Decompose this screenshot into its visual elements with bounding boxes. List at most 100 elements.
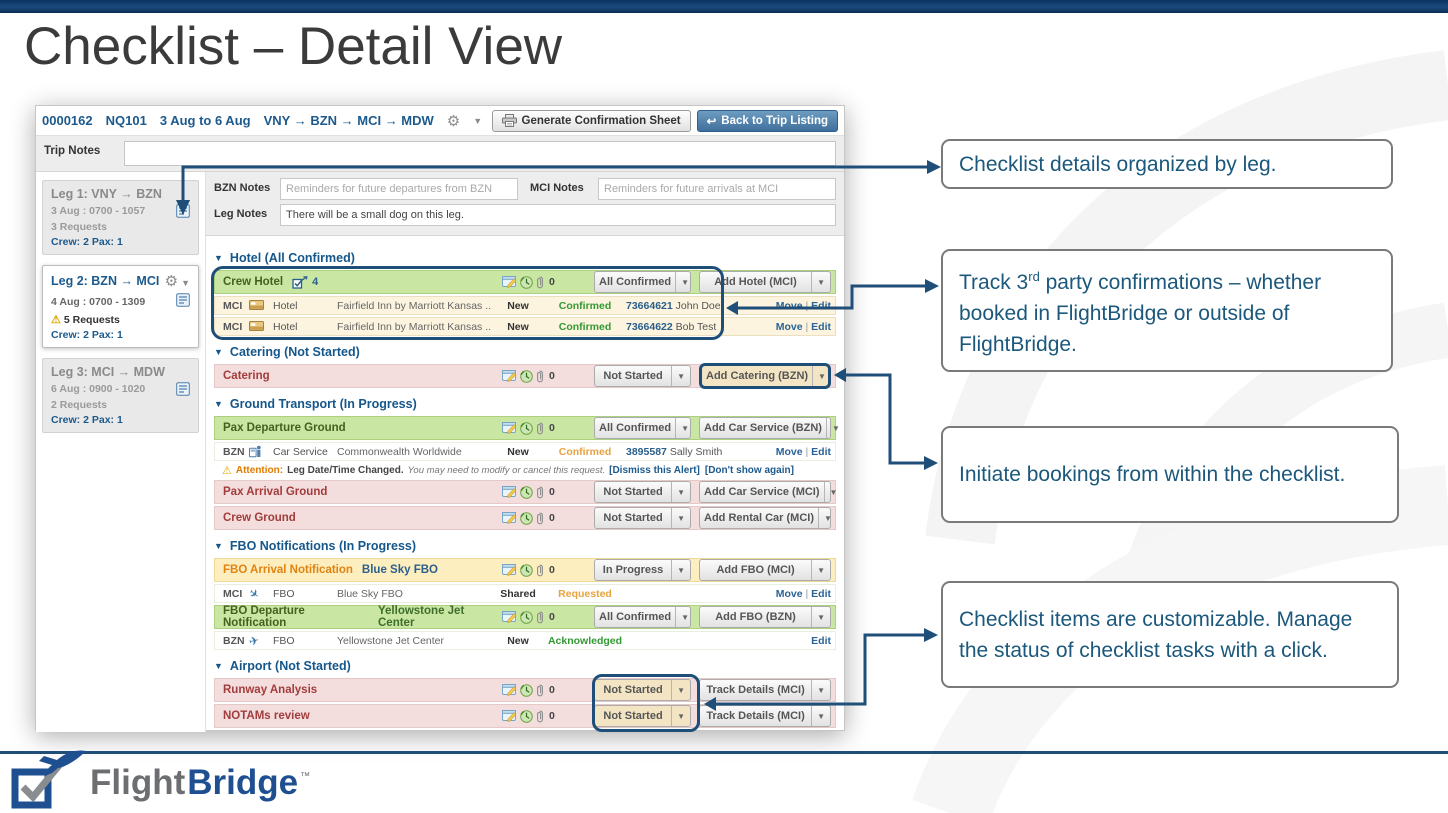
trip-notes-input[interactable] xyxy=(124,141,836,166)
leg-card-1[interactable]: Leg 1: VNY → BZN ⚙ ▼ 3 Aug : 0700 - 1057… xyxy=(42,180,199,255)
leg-notes-input[interactable] xyxy=(280,204,836,226)
action-dropdown[interactable]: Add FBO (BZN)▼ xyxy=(699,606,831,628)
section-header[interactable]: ▼Airport (Not Started) xyxy=(214,658,836,674)
leg-card-2[interactable]: Leg 2: BZN → MCI ⚙ ▼ 4 Aug : 0700 - 1309… xyxy=(42,265,199,348)
note-icon[interactable] xyxy=(502,564,517,576)
task-label: FBO Arrival Notification xyxy=(223,564,353,576)
history-icon[interactable] xyxy=(520,610,533,624)
history-icon[interactable] xyxy=(520,709,533,723)
attachment-icon[interactable] xyxy=(536,710,544,723)
checklist-detail-row[interactable]: MCI Hotel Fairfield Inn by Marriott Kans… xyxy=(214,317,836,336)
note-icon[interactable] xyxy=(502,422,517,434)
chevron-down-icon: ▼ xyxy=(671,482,690,502)
bzn-notes-input[interactable] xyxy=(280,178,518,200)
section-header[interactable]: ▼Catering (Not Started) xyxy=(214,344,836,360)
action-dropdown[interactable]: Track Details (MCI)▼ xyxy=(699,705,831,727)
status-dropdown[interactable]: All Confirmed▼ xyxy=(594,606,691,628)
action-dropdown[interactable]: Track Details (MCI)▼ xyxy=(699,679,831,701)
chevron-down-icon: ▼ xyxy=(675,418,694,438)
checklist-task-row[interactable]: Runway Analysis 0 Not Started▼ Track Det… xyxy=(214,678,836,702)
checklist-task-row[interactable]: FBO Departure Notification Yellowstone J… xyxy=(214,605,836,629)
history-icon[interactable] xyxy=(520,511,533,525)
leg-card-3[interactable]: Leg 3: MCI → MDW ⚙ ▼ 6 Aug : 0900 - 1020… xyxy=(42,358,199,433)
note-icon[interactable] xyxy=(502,276,517,288)
checklist-icon[interactable] xyxy=(176,204,190,218)
gear-icon[interactable]: ⚙ ▼ xyxy=(164,273,190,290)
checklist-task-row[interactable]: Crew Ground 0 Not Started▼ Add Rental Ca… xyxy=(214,506,836,530)
edit-link[interactable]: Edit xyxy=(811,320,831,333)
note-icon[interactable] xyxy=(502,684,517,696)
note-icon[interactable] xyxy=(502,486,517,498)
note-icon[interactable] xyxy=(502,611,517,623)
status-dropdown[interactable]: In Progress▼ xyxy=(594,559,691,581)
generate-confirmation-sheet-button[interactable]: Generate Confirmation Sheet xyxy=(491,109,691,132)
status-dropdown[interactable]: Not Started▼ xyxy=(594,705,691,727)
status-dropdown[interactable]: All Confirmed▼ xyxy=(594,417,691,439)
action-dropdown[interactable]: Add FBO (MCI)▼ xyxy=(699,559,831,581)
history-icon[interactable] xyxy=(520,683,533,697)
attachment-icon[interactable] xyxy=(536,611,544,624)
action-dropdown[interactable]: Add Catering (BZN)▼ xyxy=(699,363,831,389)
edit-link[interactable]: Edit xyxy=(811,445,831,458)
checklist-task-row[interactable]: NOTAMs review 0 Not Started▼ Track Detai… xyxy=(214,704,836,728)
note-icon[interactable] xyxy=(502,370,517,382)
note-icon[interactable] xyxy=(502,710,517,722)
back-to-trip-listing-button[interactable]: ↩ Back to Trip Listing xyxy=(696,109,838,132)
mci-notes-input[interactable] xyxy=(598,178,836,200)
dismiss-alert-link[interactable]: [Dismiss this Alert] xyxy=(609,465,700,476)
status-dropdown[interactable]: Not Started▼ xyxy=(594,507,691,529)
checklist-task-row[interactable]: FBO Arrival Notification Blue Sky FBO 0 … xyxy=(214,558,836,582)
status-label: All Confirmed xyxy=(599,611,672,623)
checklist-detail-row[interactable]: BZN ✈ FBO Yellowstone Jet Center New Ack… xyxy=(214,631,836,650)
attachment-count: 0 xyxy=(549,370,555,382)
action-dropdown[interactable]: Add Rental Car (MCI)▼ xyxy=(699,507,832,529)
attachment-icon[interactable] xyxy=(536,564,544,577)
checklist-task-row[interactable]: Catering 0 Not Started▼ Add Catering (BZ… xyxy=(214,363,836,389)
history-icon[interactable] xyxy=(520,485,533,499)
action-dropdown[interactable]: Add Car Service (MCI)▼ xyxy=(699,481,837,503)
callout-organized-by-leg: Checklist details organized by leg. xyxy=(941,139,1393,189)
section-header[interactable]: ▼FBO Notifications (In Progress) xyxy=(214,538,836,554)
attachment-icon[interactable] xyxy=(536,512,544,525)
move-link[interactable]: Move xyxy=(775,445,803,458)
task-vendor-label: Blue Sky FBO xyxy=(361,564,438,576)
checkbox-count: 4 xyxy=(312,276,319,288)
status-dropdown[interactable]: Not Started▼ xyxy=(594,365,691,387)
history-icon[interactable] xyxy=(520,369,533,383)
checklist-task-row[interactable]: Crew Hotel 4 0 All Confirmed▼ Add Hotel … xyxy=(214,270,836,294)
action-dropdown[interactable]: Add Hotel (MCI)▼ xyxy=(699,271,831,293)
history-icon[interactable] xyxy=(520,563,533,577)
checklist-task-row[interactable]: Pax Arrival Ground 0 Not Started▼ Add Ca… xyxy=(214,480,837,504)
checklist-icon[interactable] xyxy=(176,293,190,310)
gear-icon[interactable]: ⚙ xyxy=(446,112,461,130)
attachment-icon[interactable] xyxy=(536,486,544,499)
chevron-down-icon[interactable]: ▼ xyxy=(473,115,483,126)
note-icon[interactable] xyxy=(502,512,517,524)
edit-link[interactable]: Edit xyxy=(811,587,831,600)
move-link[interactable]: Move xyxy=(775,320,803,333)
attachment-icon[interactable] xyxy=(536,422,544,435)
history-icon[interactable] xyxy=(520,421,533,435)
attachment-icon[interactable] xyxy=(536,276,544,289)
move-link[interactable]: Move xyxy=(775,587,803,600)
status-dropdown[interactable]: All Confirmed▼ xyxy=(594,271,691,293)
checkbox-arrow-icon[interactable]: 4 xyxy=(292,275,319,289)
checklist-detail-row[interactable]: BZN Car Service Commonwealth Worldwide N… xyxy=(214,442,836,461)
checklist-detail-row[interactable]: MCI Hotel Fairfield Inn by Marriott Kans… xyxy=(214,296,836,315)
attachment-icon[interactable] xyxy=(536,684,544,697)
section-header[interactable]: ▼Ground Transport (In Progress) xyxy=(214,396,836,412)
edit-link[interactable]: Edit xyxy=(811,299,831,312)
checklist-task-row[interactable]: Pax Departure Ground 0 All Confirmed▼ Ad… xyxy=(214,416,840,440)
section-header[interactable]: ▼Hotel (All Confirmed) xyxy=(214,250,836,266)
move-link[interactable]: Move xyxy=(775,299,803,312)
status-dropdown[interactable]: Not Started▼ xyxy=(594,481,691,503)
edit-link[interactable]: Edit xyxy=(811,634,831,647)
action-dropdown[interactable]: Add Car Service (BZN)▼ xyxy=(699,417,840,439)
history-icon[interactable] xyxy=(520,275,533,289)
checklist-icon[interactable] xyxy=(176,382,190,396)
checklist-detail-row[interactable]: MCI ✈ FBO Blue Sky FBO Shared Requested … xyxy=(214,584,836,603)
confirmation-number: 3895587 xyxy=(626,445,667,458)
status-dropdown[interactable]: Not Started▼ xyxy=(594,679,691,701)
attachment-icon[interactable] xyxy=(536,370,544,383)
dont-show-again-link[interactable]: [Don't show again] xyxy=(704,465,794,476)
